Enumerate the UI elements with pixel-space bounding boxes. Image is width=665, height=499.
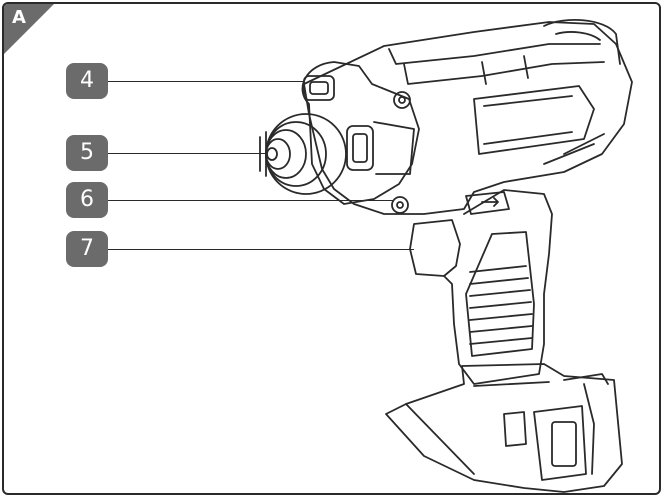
callout-6: 6 [66, 182, 108, 218]
rear-cap [543, 18, 621, 65]
screw-top [393, 91, 411, 109]
side-vents [473, 85, 595, 155]
figure-label: A [12, 7, 26, 28]
callout-5: 5 [66, 135, 108, 171]
callout-4: 4 [66, 63, 108, 99]
battery-base [385, 363, 623, 493]
handle [443, 189, 553, 385]
figure-corner-tab: A [4, 4, 56, 56]
leader-line-6 [108, 200, 394, 202]
callout-7: 7 [66, 231, 108, 267]
screw-bottom [391, 196, 409, 214]
chuck-ring [265, 121, 327, 187]
leader-line-5 [108, 153, 266, 155]
trigger [409, 219, 461, 277]
direction-switch [465, 191, 510, 215]
head-housing [301, 61, 420, 205]
leader-line-4 [108, 81, 304, 83]
side-button [346, 125, 374, 171]
led-housing [303, 75, 335, 101]
top-ridge [388, 43, 601, 65]
leader-line-7 [108, 249, 414, 251]
motor-housing [303, 21, 633, 215]
figure-frame: A 4 5 6 7 [2, 2, 661, 495]
